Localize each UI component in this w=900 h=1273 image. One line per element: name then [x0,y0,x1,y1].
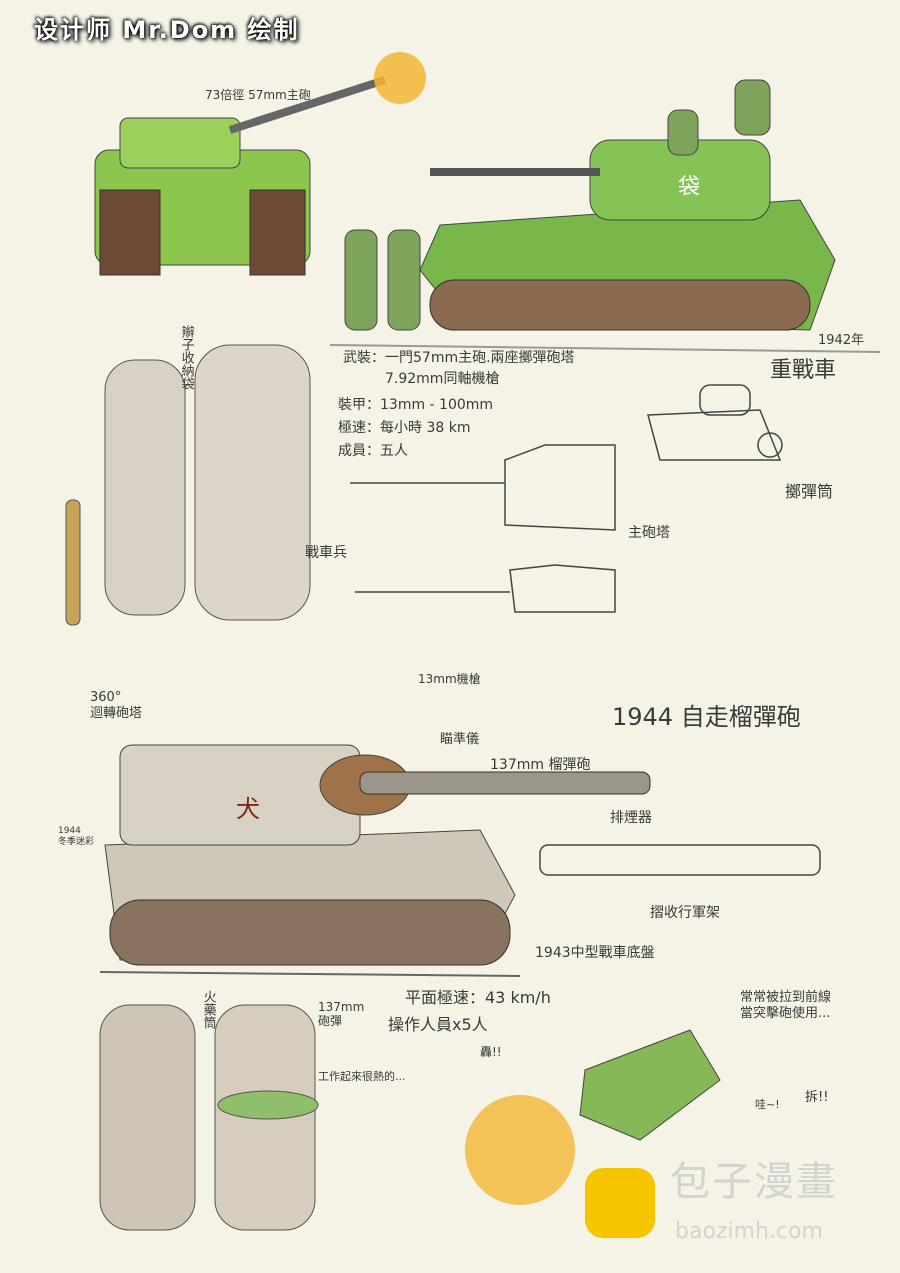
muzzle-brake-label: 排煙器 [610,810,652,826]
turret-mark: 袋 [678,175,701,200]
year-label: 1942年 [818,333,865,348]
tankmen-figures [65,344,311,626]
travel-lock-label: 摺收行軍架 [650,905,720,921]
spg-title: 1944 自走榴彈砲 [612,703,801,731]
howitzer-label: 137mm 榴彈砲 [490,757,591,773]
spg-speed: 平面極速：43 km/h [405,988,551,1007]
bun-logo-icon [585,1168,655,1238]
spec-crew: 成員：五人 [338,443,408,459]
heavy-tank-front-drawing [94,76,387,276]
mg-label: 13mm機槍 [418,672,481,686]
spec-mg: 7.92mm同軸機槍 [385,371,500,387]
braid-bag-label: 辮子收納袋 [178,325,194,390]
grenade-launcher-label: 擲彈筒 [785,482,834,501]
tank-firing-drawing [579,1029,721,1141]
explosion [465,1095,575,1205]
type-label: 重戰車 [770,358,837,383]
spec-speed: 極速：每小時 38 km [338,420,471,436]
loader-figures [99,1004,319,1231]
crew-label: 戰車兵 [305,545,347,561]
chassis-label: 1943中型戰車底盤 [535,945,655,961]
shell-label: 137mm 砲彈 [318,1000,365,1029]
turret-line-drawings [350,384,783,613]
frontline-note: 常常被拉到前線 當突擊砲使用... [740,990,832,1021]
watermark-url: baozimh.com [675,1219,823,1244]
self-propelled-howitzer-drawing [99,744,651,977]
designer-credit: 设计师 Mr.Dom 绘制 [34,16,300,44]
boom-label: 轟!! [480,1045,502,1059]
spec-armor: 裝甲：13mm - 100mm [338,397,494,413]
spg-crew: 操作人員x5人 [388,1015,488,1034]
chai-label: 拆!! [805,1090,829,1105]
turret-rotation-label: 360° 迴轉砲塔 [90,690,143,721]
wa-label: 哇~! [755,1098,780,1111]
muzzle-flash [374,52,426,104]
main-turret-label: 主砲塔 [628,525,670,541]
heavy-tank-side-drawing [419,139,836,331]
camo-label: 1944 冬季迷彩 [58,826,95,847]
powder-label: 火藥筒 [200,990,216,1029]
howitzer-barrel-detail [539,844,821,876]
hull-mark: 犬 [236,795,260,823]
sight-label: 瞄準儀 [440,732,480,747]
tank-crew-soldiers [344,79,771,331]
watermark: 包子漫畫 baozimh.com [585,1160,885,1255]
spec-armament: 武裝：一門57mm主砲.兩座擲彈砲塔 [343,350,575,366]
hot-work-label: 工作起來很熱的... [318,1070,406,1083]
gun-label: 73倍徑 57mm主砲 [205,88,311,102]
watermark-name: 包子漫畫 [670,1159,838,1205]
